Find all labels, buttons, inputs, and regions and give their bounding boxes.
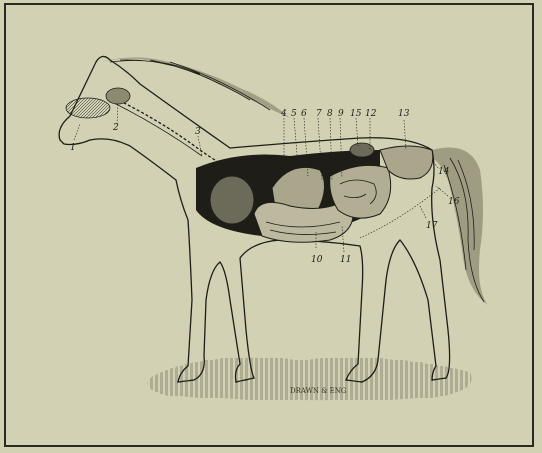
label-3: 3 xyxy=(195,127,201,137)
engraver-signature: DRAWN & ENG xyxy=(290,387,347,395)
label-13: 13 xyxy=(398,109,410,119)
label-11: 11 xyxy=(340,255,351,265)
label-14: 14 xyxy=(438,167,450,177)
heart xyxy=(210,176,254,224)
mouth-cavity xyxy=(66,98,110,118)
label-6: 6 xyxy=(301,109,307,119)
label-16: 16 xyxy=(448,197,460,207)
label-7: 7 xyxy=(316,109,322,119)
label-1: 1 xyxy=(70,143,76,153)
label-9: 9 xyxy=(338,109,344,119)
label-10: 10 xyxy=(311,255,323,265)
label-4: 4 xyxy=(280,109,287,119)
small-intestine xyxy=(330,165,391,218)
label-17: 17 xyxy=(426,221,438,231)
mane xyxy=(100,57,290,118)
label-12: 12 xyxy=(365,109,377,119)
kidney xyxy=(350,143,374,157)
label-8: 8 xyxy=(327,109,333,119)
label-2: 2 xyxy=(112,123,119,133)
label-5: 5 xyxy=(291,109,297,119)
label-15: 15 xyxy=(350,109,362,119)
pharynx xyxy=(106,88,130,104)
